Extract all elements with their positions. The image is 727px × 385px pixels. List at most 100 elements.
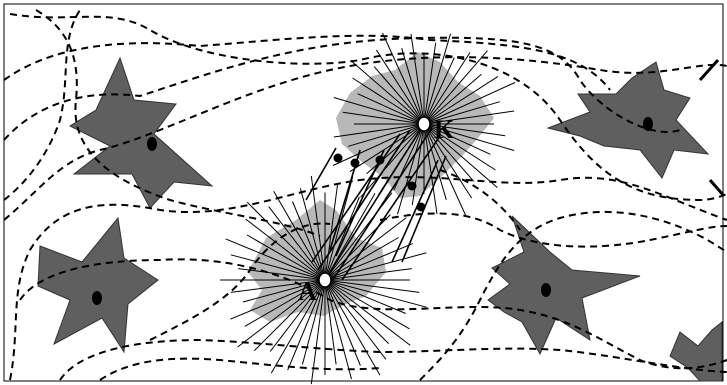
ray-line — [230, 279, 326, 293]
ray-line — [268, 206, 326, 281]
ray-line — [246, 234, 326, 281]
node-dot — [92, 291, 102, 305]
ray-line — [246, 201, 326, 281]
dashed-path — [19, 258, 727, 370]
ray-line — [423, 123, 473, 199]
node-dot — [643, 117, 653, 131]
ray-line — [375, 49, 425, 125]
ray-line — [423, 123, 438, 215]
ray-line — [352, 77, 425, 125]
waypoint-dot — [375, 155, 385, 165]
ray-line — [423, 123, 496, 171]
ray-line — [411, 123, 425, 206]
dashed-path — [3, 34, 611, 91]
ray-line — [373, 66, 425, 125]
ray-line — [324, 268, 412, 281]
ray-line — [269, 279, 326, 352]
ray-line — [423, 123, 515, 151]
ray-line — [423, 101, 500, 125]
edge-dash — [708, 179, 726, 197]
connection-line — [324, 123, 425, 281]
dashed-path — [419, 210, 727, 381]
dashed-path — [3, 36, 681, 141]
ray-line — [225, 238, 326, 281]
ray-line — [423, 57, 455, 125]
ray-line — [287, 279, 326, 371]
connection-line — [305, 147, 337, 201]
dashed-path — [59, 338, 727, 381]
connection-line — [317, 129, 411, 271]
ray-line — [348, 123, 425, 147]
ray-line — [273, 190, 326, 281]
ray-line — [230, 254, 326, 281]
rays-from-node-k — [332, 32, 516, 216]
ray-line — [349, 123, 425, 173]
ray-line — [423, 73, 482, 125]
ray-line — [423, 42, 437, 125]
ray-line — [333, 123, 425, 138]
ray-line — [357, 93, 425, 125]
ray-line — [324, 279, 381, 376]
ray-line — [238, 268, 326, 281]
ray-line — [324, 279, 406, 314]
ray-line — [333, 97, 425, 125]
ray-line — [324, 279, 387, 360]
edge-dash — [698, 58, 720, 82]
connection-line — [333, 127, 433, 279]
waypoint-dot — [416, 202, 426, 212]
ray-line — [423, 123, 475, 182]
ray-line — [324, 176, 354, 281]
waypoint-dot — [350, 158, 360, 168]
ray-line — [423, 52, 471, 125]
dashed-path — [149, 222, 331, 341]
node-a-label: A — [298, 277, 317, 306]
ray-line — [401, 48, 425, 125]
ray-line — [324, 183, 339, 281]
ray-line — [423, 123, 466, 216]
ray-line — [350, 60, 425, 125]
dashed-path — [9, 176, 727, 381]
star-blob-5 — [669, 320, 723, 382]
dashed-path — [439, 169, 521, 231]
ray-line — [244, 279, 326, 327]
dashed-path — [3, 9, 81, 201]
node-a-marker — [318, 272, 332, 288]
ray-line — [423, 123, 498, 188]
ray-line — [324, 279, 411, 346]
ray-line — [324, 279, 352, 380]
ray-line — [324, 196, 360, 281]
ray-line — [423, 123, 491, 155]
connection-line — [311, 133, 401, 263]
dashed-path — [3, 56, 727, 221]
ray-line — [324, 279, 337, 365]
ray-line — [324, 279, 410, 330]
ray-line — [230, 279, 326, 320]
ray-line — [397, 123, 425, 215]
ray-line — [342, 111, 425, 125]
star-blob-2 — [37, 216, 159, 354]
connection-line — [335, 149, 385, 257]
ray-line — [423, 110, 515, 125]
node-dot — [541, 283, 551, 297]
ray-line — [360, 123, 425, 198]
ray-line — [310, 279, 326, 385]
ray-line — [242, 279, 326, 303]
waypoint-dot — [333, 153, 343, 163]
ray-line — [410, 33, 425, 125]
ray-line — [324, 279, 389, 344]
ray-line — [324, 279, 420, 293]
ray-line — [237, 279, 326, 348]
waypoint-dot — [407, 181, 417, 191]
dashed-paths — [3, 9, 727, 381]
ray-line — [382, 32, 425, 125]
ray-line — [324, 279, 427, 308]
ray-line — [423, 75, 499, 125]
connection-line — [341, 135, 441, 281]
ray-line — [423, 123, 506, 137]
dashed-path — [35, 9, 321, 237]
ray-line — [324, 252, 427, 281]
ray-line — [253, 279, 326, 352]
ray-line — [423, 50, 488, 125]
node-dot — [147, 137, 157, 151]
dashed-path — [379, 212, 727, 248]
